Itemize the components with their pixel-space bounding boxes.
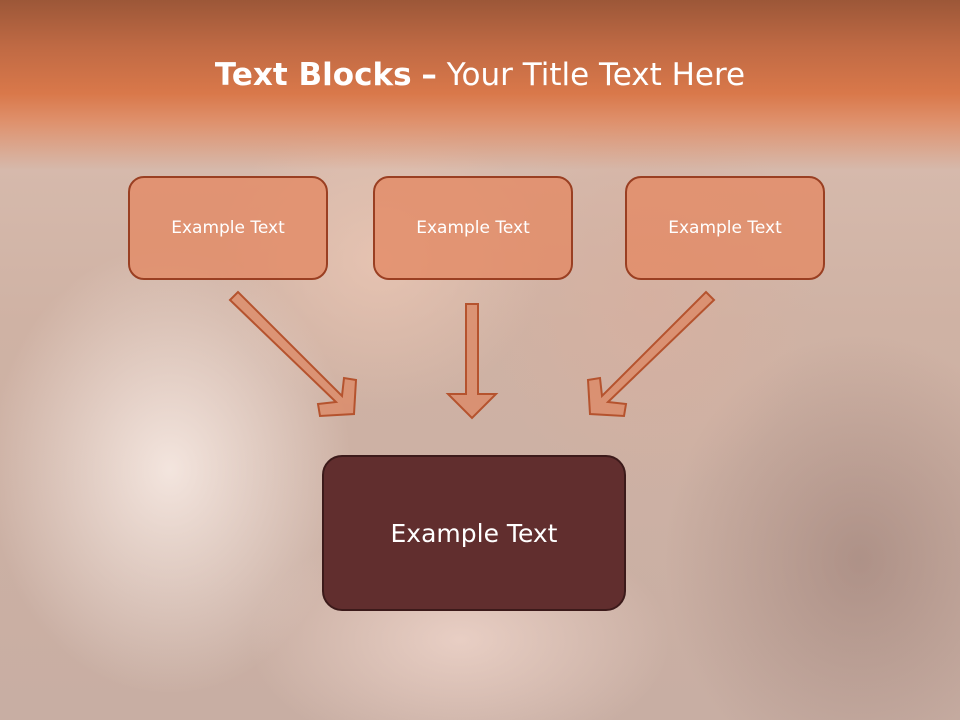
title-banner [0, 0, 960, 170]
arrow-right-diagonal [586, 290, 716, 418]
target-block[interactable]: Example Text [322, 455, 626, 611]
target-block-label: Example Text [390, 518, 558, 548]
arrow-left-diagonal [228, 290, 358, 418]
text-block-center[interactable]: Example Text [373, 176, 573, 280]
arrow-center-down [445, 303, 499, 420]
title-regular-part: Your Title Text Here [446, 57, 746, 93]
title-bold-part: Text Blocks [214, 57, 412, 93]
text-block-right-label: Example Text [668, 218, 782, 238]
text-block-center-label: Example Text [416, 218, 530, 238]
text-block-right[interactable]: Example Text [625, 176, 825, 280]
text-block-left-label: Example Text [171, 218, 285, 238]
title-separator: – [421, 57, 437, 93]
slide-title: Text Blocks – Your Title Text Here [0, 52, 960, 98]
text-block-left[interactable]: Example Text [128, 176, 328, 280]
